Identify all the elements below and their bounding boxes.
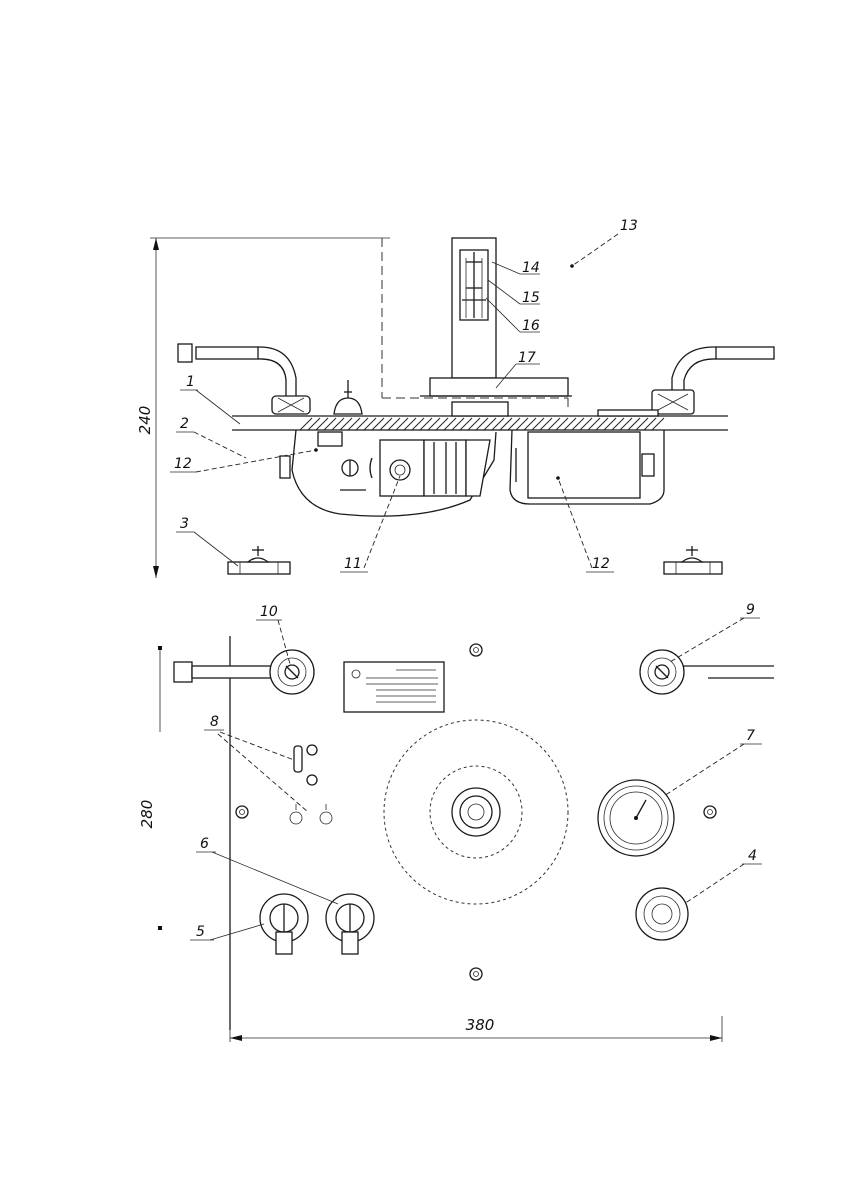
grinding-wheel xyxy=(384,720,568,904)
callout-8: 8 xyxy=(210,714,219,730)
indicators-8 xyxy=(290,745,332,824)
nameplate xyxy=(344,662,444,712)
callout-2: 2 xyxy=(180,416,189,432)
dimension-380: 380 xyxy=(230,1016,722,1041)
callout-5: 5 xyxy=(196,924,205,940)
callout-12-left: 12 xyxy=(174,456,192,472)
callout-9: 9 xyxy=(746,602,755,618)
connector-4 xyxy=(636,888,688,940)
callout-6: 6 xyxy=(200,836,209,852)
switch-10 xyxy=(270,650,314,694)
foot-left xyxy=(228,546,290,574)
plan-left-handle xyxy=(174,662,278,682)
callout-7: 7 xyxy=(746,728,755,744)
clamp-knob xyxy=(334,380,362,414)
dimension-280: 280 xyxy=(138,646,162,930)
dimension-240-label: 240 xyxy=(136,406,154,435)
callout-1: 1 xyxy=(186,374,195,390)
dimension-380-label: 380 xyxy=(466,1016,495,1034)
chuck xyxy=(420,378,572,416)
left-handle xyxy=(178,344,310,414)
callout-12-right: 12 xyxy=(592,556,610,572)
callout-4: 4 xyxy=(748,848,757,864)
callout-11: 11 xyxy=(344,556,362,572)
callout-13: 13 xyxy=(620,218,638,234)
switch-6 xyxy=(326,894,374,954)
front-view: 240 xyxy=(136,218,774,578)
switch-9 xyxy=(640,650,684,694)
plan-view: 380 280 xyxy=(138,602,774,1042)
dimension-280-label: 280 xyxy=(138,800,156,829)
callout-10: 10 xyxy=(260,604,278,620)
plate-hatching xyxy=(300,418,664,430)
callout-3: 3 xyxy=(180,516,189,532)
spindle-column xyxy=(452,238,496,378)
lower-housing-right xyxy=(510,430,664,504)
foot-right xyxy=(664,546,722,574)
pressure-gauge xyxy=(598,780,674,856)
right-handle xyxy=(652,347,774,414)
motor-block xyxy=(380,440,490,496)
switch-5 xyxy=(260,894,308,954)
